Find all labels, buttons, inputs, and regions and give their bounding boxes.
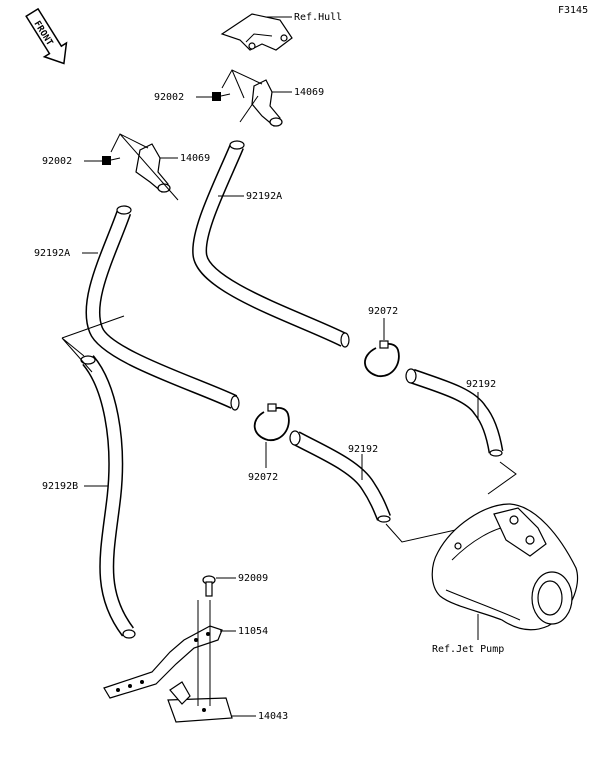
part-14069-lower: 14069 — [180, 153, 210, 164]
hull-bracket — [220, 13, 293, 51]
part-14043: 14043 — [258, 711, 288, 722]
clamp-92072-upper — [364, 340, 400, 377]
part-92002-upper: 92002 — [154, 92, 184, 103]
part-92072-upper: 92072 — [368, 306, 398, 317]
figure-code: F3145 — [558, 5, 588, 16]
part-92192-upper: 92192 — [466, 379, 496, 390]
hose-92192B — [80, 355, 136, 639]
bolt-icon-upper — [212, 92, 231, 101]
front-arrow-icon: FRONT — [25, 7, 68, 65]
part-92192A-left: 92192A — [34, 248, 70, 259]
part-92192-lower: 92192 — [348, 444, 378, 455]
fitting-upper — [251, 79, 283, 127]
hose-92192-lower — [289, 430, 391, 523]
bolt-92009-icon — [202, 575, 216, 597]
ref-hull-label: Ref.Hull — [294, 12, 342, 23]
clamp-92072-lower — [253, 403, 290, 441]
hose-92192-upper — [405, 368, 504, 457]
hose-92192A-right — [192, 140, 350, 348]
bolt-icon-lower — [102, 156, 121, 165]
part-92002-lower: 92002 — [42, 156, 72, 167]
pickup-14043 — [167, 681, 233, 723]
part-92192B: 92192B — [42, 481, 78, 492]
part-11054: 11054 — [238, 626, 268, 637]
hose-92192A-left — [85, 205, 240, 411]
jet-pump — [431, 503, 579, 631]
part-92192A-right: 92192A — [246, 191, 282, 202]
part-92072-lower: 92072 — [248, 472, 278, 483]
part-92009: 92009 — [238, 573, 268, 584]
bracket-11054 — [103, 625, 223, 699]
ref-jet-pump-label: Ref.Jet Pump — [432, 644, 504, 655]
part-14069-upper: 14069 — [294, 87, 324, 98]
